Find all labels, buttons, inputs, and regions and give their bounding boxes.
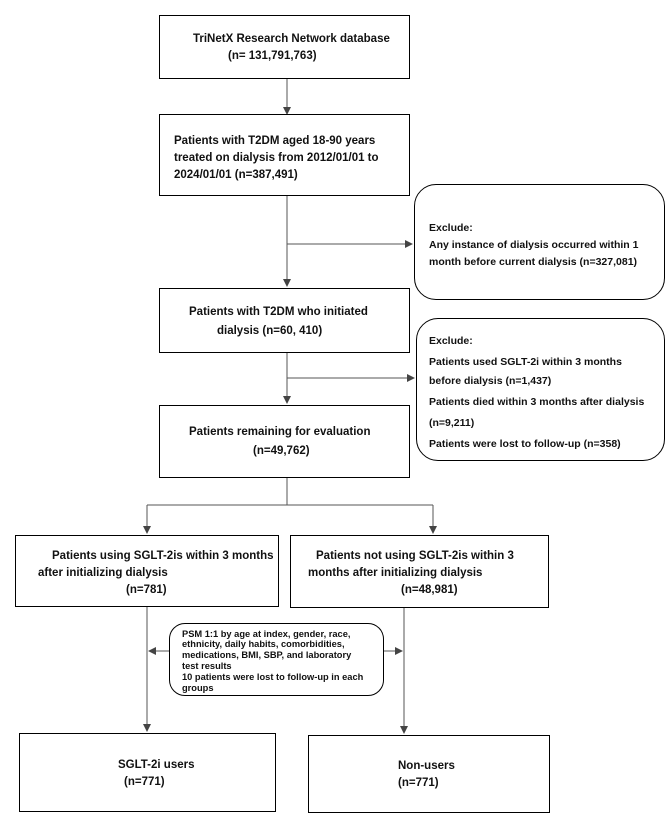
exclude-box-1: Exclude: Any instance of dialysis occurr…: [414, 184, 665, 300]
exclude-1-line1: Any instance of dialysis occurred within…: [429, 239, 639, 251]
t2dm-dialysis-line1: Patients with T2DM aged 18-90 years: [174, 135, 376, 147]
exclude-1-line2: month before current dialysis (n=327,081…: [429, 256, 638, 268]
t2dm-dialysis-line3: 2024/01/01 (n=387,491): [174, 169, 298, 181]
using-sglt2-box: Patients using SGLT-2is within 3 months …: [15, 535, 279, 607]
not-using-line2: months after initializing dialysis: [308, 567, 483, 579]
exclude-box-2: Exclude: Patients used SGLT-2i within 3 …: [416, 318, 665, 461]
non-users-box: Non-users (n=771): [308, 735, 550, 813]
using-line2: after initializing dialysis: [38, 567, 168, 579]
non-users-label: Non-users: [398, 760, 455, 772]
exclude-2-line2: before dialysis (n=1,437): [429, 375, 552, 387]
using-line1: Patients using SGLT-2is within 3 months: [52, 550, 274, 562]
users-count: (n=771): [124, 776, 165, 788]
psm-line3: medications, BMI, SBP, and laboratory: [182, 650, 352, 660]
remaining-box: Patients remaining for evaluation (n=49,…: [159, 405, 410, 478]
not-using-count: (n=48,981): [401, 584, 458, 596]
exclude-2-heading: Exclude:: [429, 335, 473, 347]
exclude-2-line1: Patients used SGLT-2i within 3 months: [429, 356, 622, 368]
psm-box: PSM 1:1 by age at index, gender, race, e…: [169, 623, 384, 696]
remaining-line2: (n=49,762): [253, 445, 310, 457]
initiated-dialysis-box: Patients with T2DM who initiated dialysi…: [159, 288, 410, 353]
not-using-sglt2-box: Patients not using SGLT-2is within 3 mon…: [290, 535, 549, 608]
source-database-title: TriNetX Research Network database: [193, 33, 390, 45]
not-using-line1: Patients not using SGLT-2is within 3: [316, 550, 514, 562]
remaining-line1: Patients remaining for evaluation: [189, 426, 371, 438]
t2dm-dialysis-box: Patients with T2DM aged 18-90 years trea…: [159, 114, 410, 196]
using-count: (n=781): [126, 584, 167, 596]
source-database-box: TriNetX Research Network database (n= 13…: [159, 15, 410, 79]
exclude-2-line4: (n=9,211): [429, 417, 475, 429]
sglt2-users-box: SGLT-2i users (n=771): [19, 733, 276, 812]
source-database-count: (n= 131,791,763): [228, 50, 317, 62]
psm-line2: ethnicity, daily habits, comorbidities,: [182, 639, 345, 649]
initiated-line2: dialysis (n=60, 410): [217, 325, 323, 337]
psm-line6: groups: [182, 683, 214, 693]
psm-line5: 10 patients were lost to follow-up in ea…: [182, 672, 364, 682]
psm-line4: test results: [182, 661, 232, 671]
initiated-line1: Patients with T2DM who initiated: [189, 306, 368, 318]
exclude-2-line3: Patients died within 3 months after dial…: [429, 396, 645, 408]
t2dm-dialysis-line2: treated on dialysis from 2012/01/01 to: [174, 152, 379, 164]
exclude-1-heading: Exclude:: [429, 222, 473, 234]
non-users-count: (n=771): [398, 777, 439, 789]
psm-line1: PSM 1:1 by age at index, gender, race,: [182, 629, 351, 639]
exclude-2-line5: Patients were lost to follow-up (n=358): [429, 438, 621, 450]
users-label: SGLT-2i users: [118, 759, 195, 771]
